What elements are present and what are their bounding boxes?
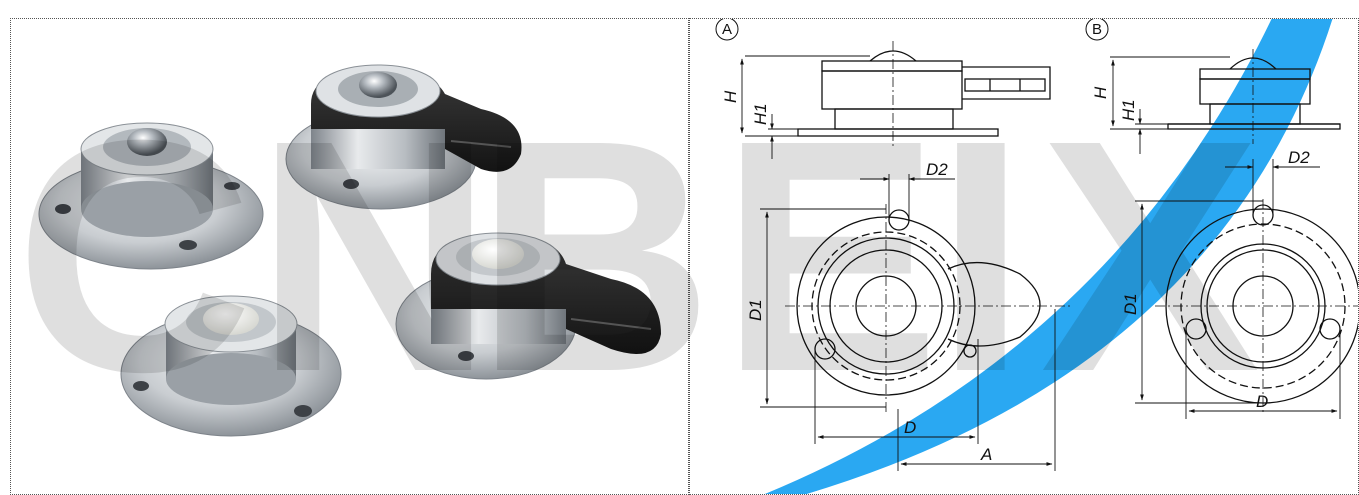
product-photo [38,64,661,437]
view-a-label-d2: D2 [926,160,948,179]
view-a-label-d: D [904,418,916,437]
ball-transfer-unit-steel-ball-with-lever [285,64,522,210]
ball-transfer-unit-plastic-ball-with-lever [395,232,661,380]
view-a-label-a: A [980,445,992,464]
ball-transfer-unit-plastic-ball-bottom-left [120,295,342,437]
svg-text:A: A [722,21,732,38]
ball-transfer-unit-steel-ball-top-left [38,122,264,270]
view-b-plan-dims [1135,159,1341,419]
technical-drawing: A B H H1 D2 D1 D A H H1 D2 D1 D [715,19,1358,494]
view-b-height-dims [1110,56,1230,154]
view-b-label-d2: D2 [1288,148,1310,167]
view-a-height-dims [740,55,870,159]
technical-drawing-panel: A B H H1 D2 D1 D A H H1 D2 D1 D [689,18,1359,495]
view-b-label-h: H [1091,86,1110,99]
view-b-label-d1: D1 [1121,293,1140,315]
watermark-swoosh [764,19,1333,494]
view-a-marker: A [715,19,739,41]
view-a-label-h: H [721,90,740,103]
view-a-label-h1: H1 [751,103,770,125]
view-a-elevation [797,41,1051,149]
svg-text:B: B [1092,21,1102,38]
view-a-plan [785,204,1070,414]
view-b-marker: B [1085,19,1109,41]
product-photo-panel [10,18,689,495]
view-b-plan [1155,199,1358,414]
view-b-label-h1: H1 [1119,99,1138,121]
view-a-label-d1: D1 [746,299,765,321]
view-b-label-d: D [1256,392,1268,411]
view-a-plan-dims [760,174,1056,471]
